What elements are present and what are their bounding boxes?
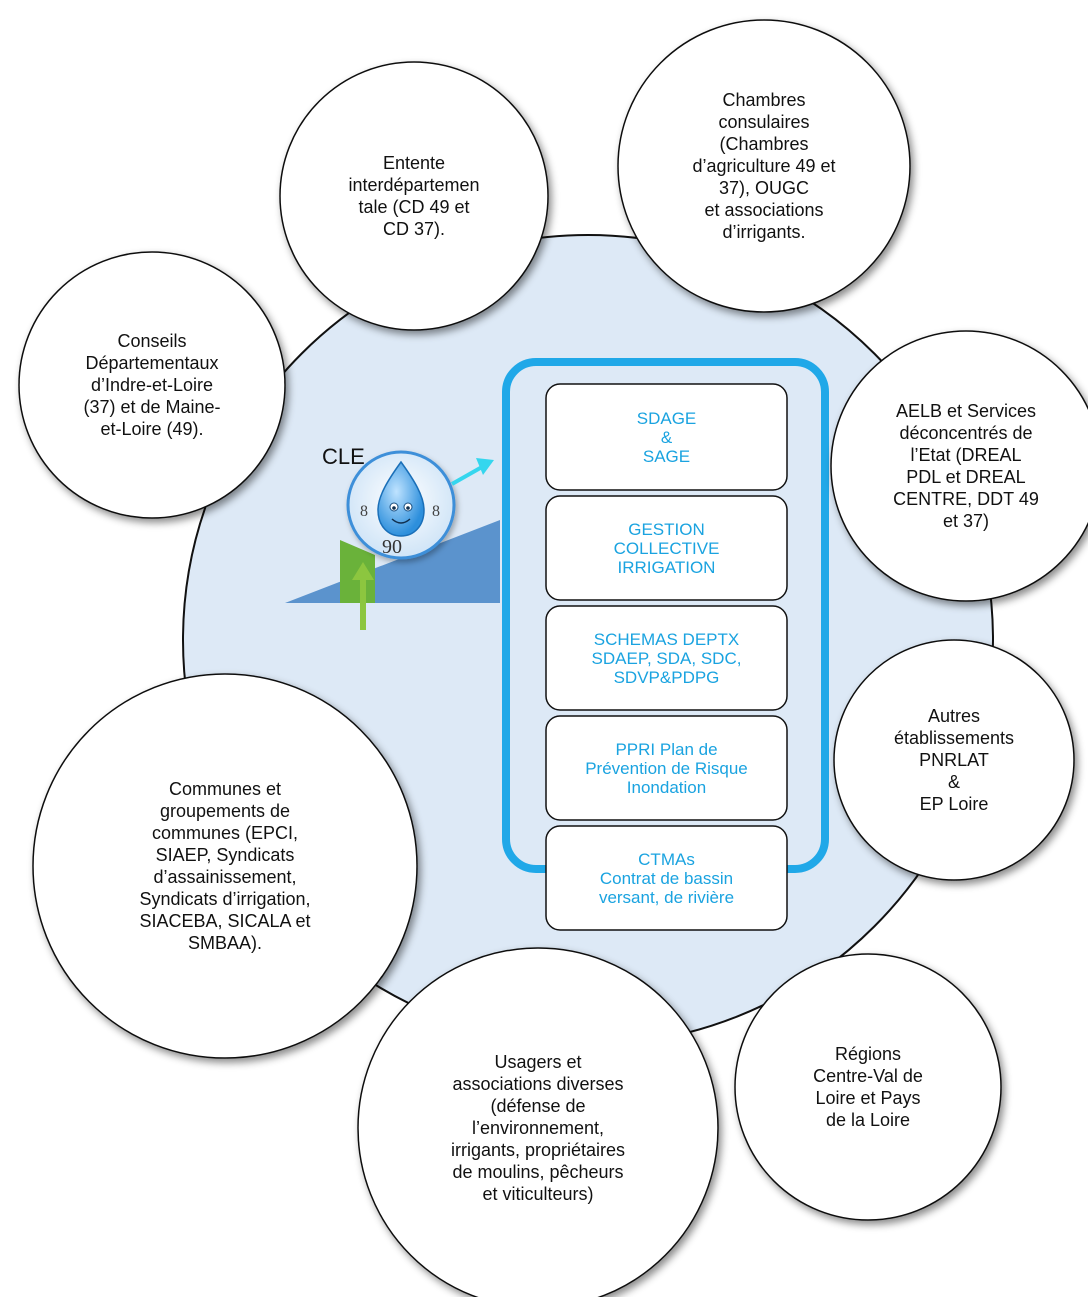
box-line: CTMAs — [638, 849, 695, 869]
box-schemas — [545, 605, 788, 711]
circle-line: déconcentrés de — [899, 423, 1033, 443]
green-up-arrow — [352, 562, 374, 630]
circle-line: AELB et Services — [895, 401, 1037, 421]
svg-text:8: 8 — [432, 503, 440, 520]
circle-line: Autres — [927, 706, 981, 726]
box-line: PPRI Plan de — [615, 739, 718, 759]
circle-line: communes (EPCI, — [151, 823, 299, 843]
box-ctmas — [545, 825, 788, 931]
box-line: IRRIGATION — [617, 557, 716, 577]
circle-line: consulaires — [718, 112, 810, 132]
circle-regions — [734, 953, 1002, 1221]
box-text-sdage: SDAGE&SAGE — [546, 384, 787, 490]
circle-line: tale (CD 49 et — [358, 197, 470, 217]
box-ppri — [545, 715, 788, 821]
circle-line: SMBAA). — [187, 933, 262, 953]
box-line: SAGE — [642, 446, 691, 466]
circle-line: associations diverses — [452, 1074, 624, 1094]
circle-line: et viticulteurs) — [482, 1184, 594, 1204]
circle-line: d’assainissement, — [153, 867, 297, 887]
circle-line: d’Indre-et-Loire — [90, 375, 214, 395]
circle-conseils — [18, 251, 286, 519]
circle-line: CD 37). — [382, 219, 445, 239]
box-line: GESTION — [628, 519, 705, 539]
circle-line: SIACEBA, SICALA et — [139, 911, 311, 931]
circle-aelb — [830, 330, 1088, 602]
svg-text:8: 8 — [360, 503, 368, 520]
circle-line: Communes et — [168, 779, 282, 799]
circle-usagers — [357, 947, 719, 1297]
svg-text:90: 90 — [382, 536, 402, 558]
circle-line: et 37) — [942, 511, 990, 531]
circle-line: (défense de — [490, 1096, 586, 1116]
circle-line: Chambres — [722, 90, 806, 110]
box-line: & — [660, 427, 673, 447]
circle-communes — [32, 673, 418, 1059]
circle-line: irrigants, propriétaires — [450, 1140, 626, 1160]
circle-line: d’agriculture 49 et — [692, 156, 836, 176]
cyan-arrow — [451, 458, 494, 486]
circle-line: Départementaux — [85, 353, 219, 373]
circle-autres — [833, 639, 1075, 881]
box-gestion — [545, 495, 788, 601]
circle-line: & — [947, 772, 960, 792]
circle-line: CENTRE, DDT 49 — [893, 489, 1039, 509]
box-line: Contrat de bassin — [599, 868, 734, 888]
box-sdage — [545, 383, 788, 491]
circle-line: Entente — [382, 153, 446, 173]
circle-line: établissements — [893, 728, 1015, 748]
circle-line: Régions — [834, 1044, 902, 1064]
circle-line: Conseils — [117, 331, 187, 351]
box-line: COLLECTIVE — [613, 538, 720, 558]
circle-line: groupements de — [159, 801, 291, 821]
circle-entente — [279, 61, 549, 331]
slope-triangle — [285, 520, 500, 603]
cle-label: CLE — [322, 444, 365, 469]
water-drop-mascot-icon — [377, 460, 425, 537]
box-line: SDVP&PDPG — [613, 667, 720, 687]
circle-line: (Chambres — [719, 134, 809, 154]
circle-line: Syndicats d’irrigation, — [139, 889, 311, 909]
box-line: SDAEP, SDA, SDC, — [591, 648, 742, 668]
box-line: versant, de rivière — [598, 887, 735, 907]
circle-line: et-Loire (49). — [100, 419, 204, 439]
circle-line: Usagers et — [494, 1052, 582, 1072]
cle-logo: 8 8 90 — [346, 450, 456, 560]
circle-line: l’environnement, — [471, 1118, 605, 1138]
box-line: Prévention de Risque — [585, 758, 748, 778]
circle-line: Loire et Pays — [815, 1088, 921, 1108]
circle-line: interdépartemen — [348, 175, 480, 195]
circle-line: 37), OUGC — [718, 178, 810, 198]
circle-line: (37) et de Maine- — [83, 397, 221, 417]
circle-line: et associations — [704, 200, 824, 220]
circle-line: l’Etat (DREAL — [910, 445, 1022, 465]
circle-line: d’irrigants. — [722, 222, 806, 242]
box-line: SCHEMAS DEPTX — [593, 629, 740, 649]
circle-line: PDL et DREAL — [906, 467, 1026, 487]
circle-line: de moulins, pêcheurs — [452, 1162, 624, 1182]
circle-line: EP Loire — [919, 794, 989, 814]
box-line: SDAGE — [636, 408, 697, 428]
circle-line: PNRLAT — [919, 750, 989, 770]
circle-chambres — [617, 19, 911, 313]
circle-line: de la Loire — [825, 1110, 911, 1130]
circle-line: Centre-Val de — [813, 1066, 923, 1086]
box-line: Inondation — [626, 777, 707, 797]
circle-line: SIAEP, Syndicats — [155, 845, 295, 865]
